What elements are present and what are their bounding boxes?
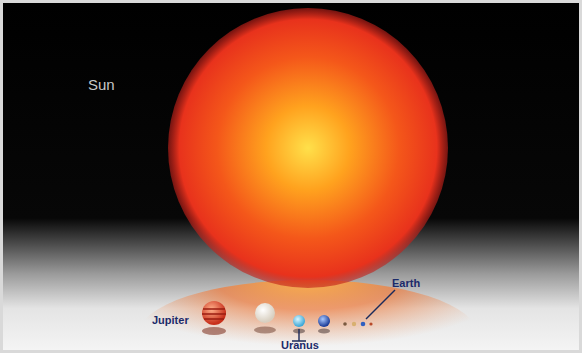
planet-label: Earth <box>392 277 420 289</box>
planet-label: Jupiter <box>152 314 189 326</box>
star-label: Sun <box>88 76 115 93</box>
planet-label: Uranus <box>281 339 319 351</box>
